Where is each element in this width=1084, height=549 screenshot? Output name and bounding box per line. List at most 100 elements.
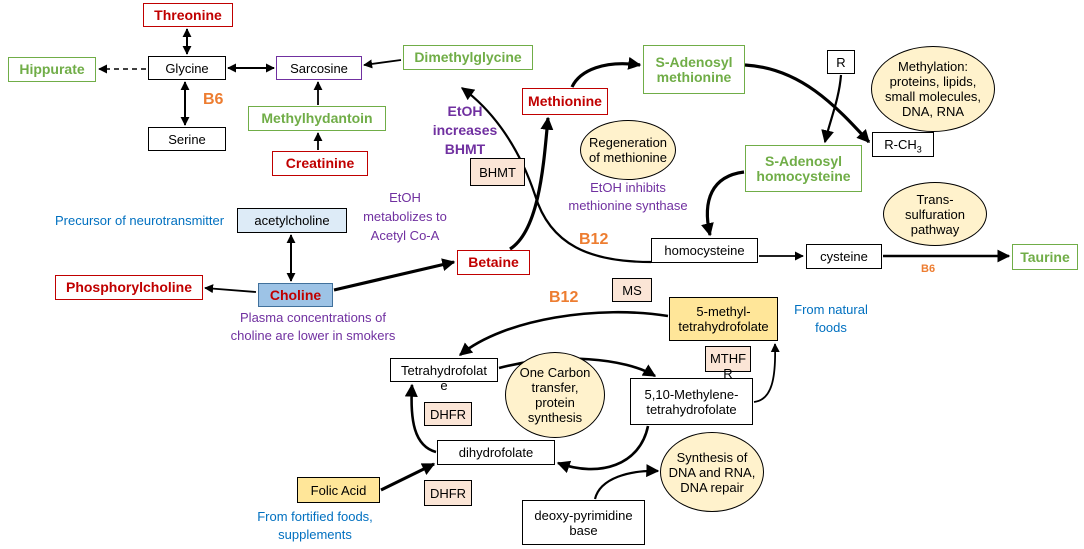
node-label: Folic Acid [310,482,367,498]
regeneration-ellipse: Regeneration of methionine [580,120,676,180]
deoxy-pyrimidine-base-node: deoxy-pyrimidine base [522,500,645,545]
node-label-line: methionine [656,68,732,85]
node-label-line: tetrahydrofolate [646,401,737,417]
one-carbon-ellipse: One Carbon transfer, protein synthesis [505,352,605,438]
glycine-node: Glycine [148,56,226,80]
methylenethf-dihydrofolate-arrow [556,425,650,474]
trans-sulfuration-ellipse: Trans- sulfuration pathway [883,182,987,246]
tetrahydrofolate-node: Tetrahydrofolat e [390,358,498,393]
methylation-ellipse: Methylation: proteins, lipids, small mol… [871,46,995,132]
note-line: methionine synthase [568,198,688,213]
r-ch3-base: R-CH [884,137,917,152]
cysteine-node: cysteine [806,244,882,269]
s-adenosyl-homocysteine-node: S-Adenosyl homocysteine [745,145,862,192]
node-label: Hippurate [19,61,85,77]
betaine-methionine-arrow [509,116,554,251]
mthfr-enzyme: MTHF R [705,346,751,381]
5-methyl-tetrahydrofolate-node: 5-methyl- tetrahydrofolate [669,297,778,341]
choline-node: Choline [258,283,333,307]
homocysteine-bhmt-arrow [460,87,652,264]
node-label: R [836,54,846,70]
plasma-choline-note: Plasma concentrations of choline are low… [213,309,413,345]
node-label: DHFR [429,406,467,422]
dhfr-enzyme-lower: DHFR [424,480,472,506]
etoh-increases-bhmt-note: EtOH increases BHMT [425,102,505,159]
node-label: Taurine [1020,248,1070,265]
bhmt-enzyme: BHMT [470,158,525,186]
node-label: Sarcosine [290,60,348,76]
node-label: Choline [269,286,322,303]
node-label: BHMT [479,164,516,180]
r-sah-arrow [821,74,843,144]
note-line: choline are lower in smokers [230,328,396,343]
creatinine-node: Creatinine [272,151,368,176]
node-label-line: S-Adenosyl [764,152,842,169]
methylthf-thf-arrow [458,310,669,357]
node-label-line: tetrahydrofolate [678,319,769,334]
ellipse-line: proteins, lipids, [889,74,977,89]
r-ch3-node: R-CH3 [872,132,934,157]
choline-betaine-arrow [333,258,456,292]
b12-upper-cofactor: B12 [579,231,609,248]
node-label: Methionine [528,93,602,109]
folic-acid-dihydrofolate-arrow [380,462,436,492]
node-label-line: Tetrahydrofolat [401,363,487,378]
note-line: From fortified foods, [257,509,373,524]
node-label: acetylcholine [254,213,330,228]
methionine-sam-arrow [570,56,642,88]
b6-taurine-cofactor: B6 [921,263,936,275]
note-line: Plasma concentrations of [240,310,386,325]
dna-synthesis-ellipse: Synthesis of DNA and RNA, DNA repair [660,432,764,512]
etoh-inhibits-note: EtOH inhibits methionine synthase [558,179,698,215]
note-line: increases [432,122,498,138]
ms-enzyme: MS [612,278,652,302]
node-label-line: 5,10-Methylene- [644,386,739,402]
dhfr-enzyme-upper: DHFR [424,402,472,426]
methionine-node: Methionine [522,88,608,115]
node-label: DHFR [429,485,467,501]
dihydrofolate-thf-arrow [404,383,437,454]
node-label-line: homocysteine [756,167,851,184]
ellipse-line: of methionine [588,150,668,165]
ellipse-line: One Carbon [519,365,591,380]
methylenethf-methylthf-arrow [753,343,780,403]
node-label-line: MTHF [709,351,747,366]
ellipse-line: Regeneration [588,135,668,150]
ellipse-line: small molecules, [884,89,982,104]
ellipse-line: Trans- [916,191,954,207]
node-label: Serine [168,131,206,147]
hippurate-node: Hippurate [8,57,96,82]
node-label: cysteine [820,249,868,264]
folic-acid-node: Folic Acid [297,477,380,503]
node-label: Creatinine [285,155,355,171]
betaine-node: Betaine [457,250,530,275]
node-label: Threonine [154,6,222,23]
acetylcholine-node: acetylcholine [237,208,347,233]
note-line: BHMT [444,141,486,157]
note-line: Acetyl Co-A [370,228,440,243]
node-label-line: 5-methyl- [696,304,751,319]
node-label-line: S-Adenosyl [655,53,733,70]
note-line: supplements [278,527,352,542]
ellipse-line: sulfuration [905,206,965,222]
ellipse-line: DNA and RNA, [668,464,756,480]
sah-homocysteine-arrow [701,170,745,237]
ellipse-line: pathway [910,221,960,237]
ellipse-line: synthesis [527,410,583,425]
s-adenosyl-methionine-node: S-Adenosyl methionine [643,45,745,94]
r-node: R [827,50,855,74]
ellipse-line: DNA repair [680,479,744,495]
node-label: dihydrofolate [458,445,534,460]
note-line: foods [815,320,847,335]
sam-rch3-arrow [744,63,871,144]
node-label: Betaine [468,254,519,270]
node-label: Glycine [165,60,209,76]
note-line: metabolizes to [363,209,447,224]
node-label: MS [622,282,642,298]
sarcosine-node: Sarcosine [276,56,362,80]
node-label: Phosphorylcholine [65,279,192,295]
dihydrofolate-node: dihydrofolate [437,440,555,465]
5-10-methylene-tetrahydrofolate-node: 5,10-Methylene- tetrahydrofolate [630,378,753,425]
note-line: From natural [794,302,868,317]
